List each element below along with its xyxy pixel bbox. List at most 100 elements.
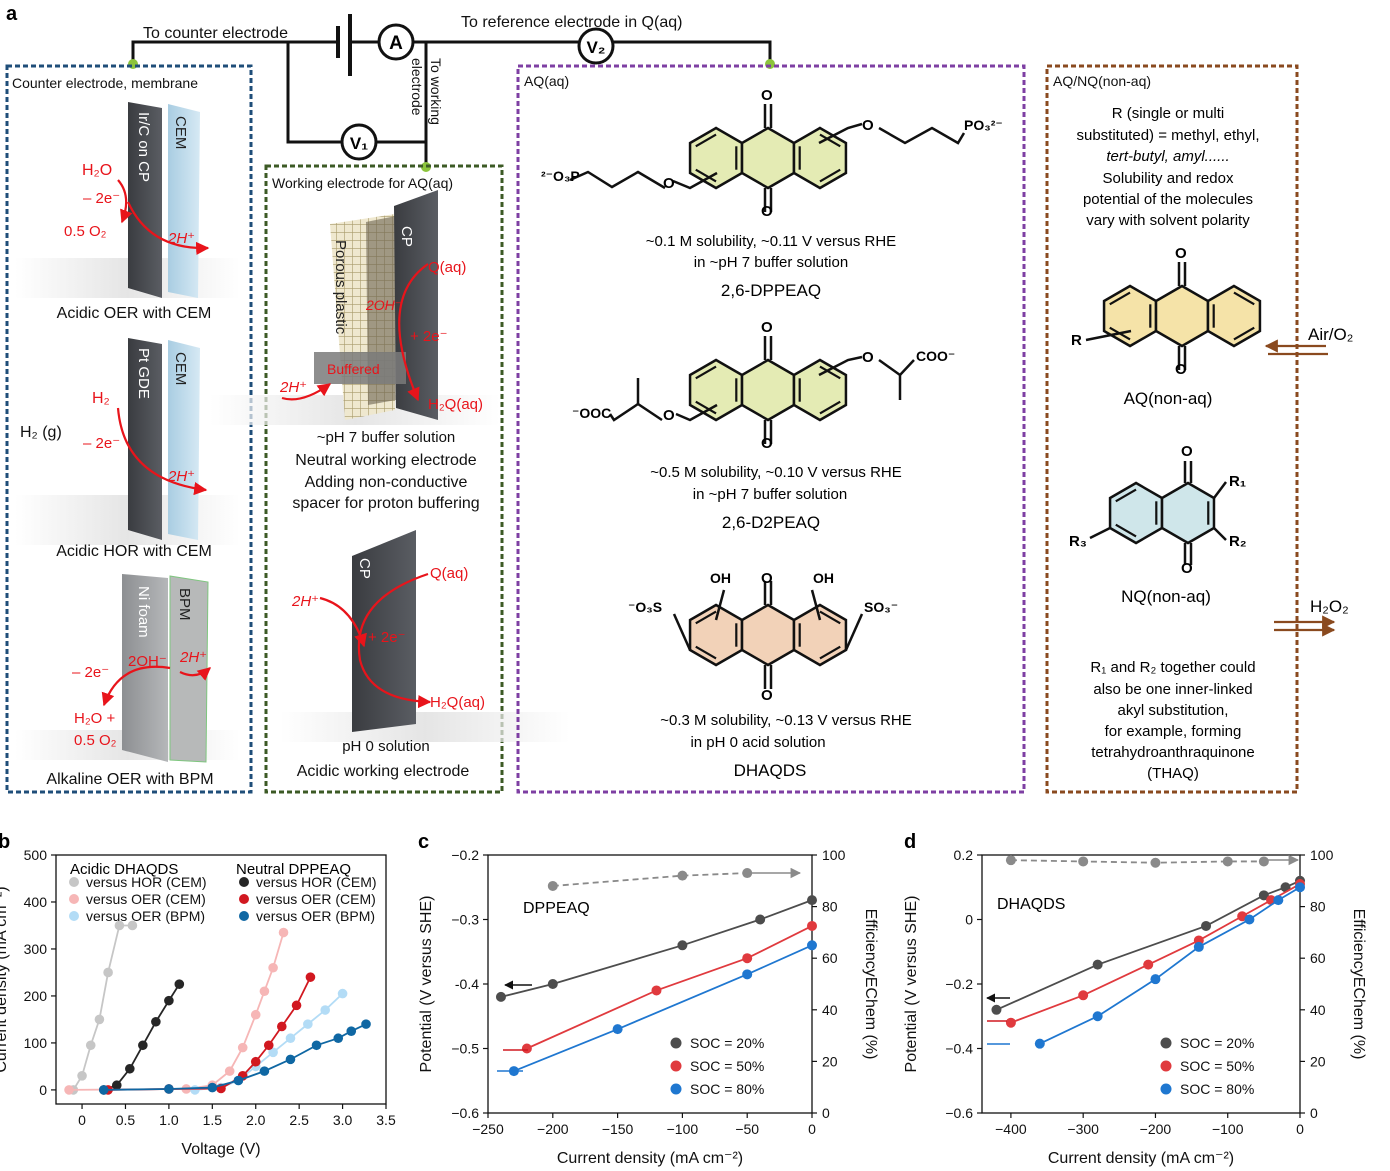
data-point [224,1066,235,1076]
double-bond [1109,291,1131,306]
x-axis-label: Voltage (V) [181,1141,260,1158]
data-point [127,920,138,931]
acidic-caption: Acidic working electrode [297,763,470,780]
ether-oxygen: O [862,349,874,366]
data-point [361,1019,371,1029]
x-tick-label: 1.0 [159,1112,179,1128]
hydroxyl: OH [813,570,834,586]
double-bond [819,365,841,380]
x-tick-label: −50 [735,1121,759,1137]
data-point [677,940,688,951]
side-label: H₂ (g) [20,424,62,441]
product: 0.5 O₂ [64,223,107,240]
mol-info: in pH 0 acid solution [690,734,825,751]
benzene-ring [1108,481,1164,545]
data-point [1273,895,1284,906]
side-chain [810,589,822,621]
carbonyl-oxygen: O [761,203,773,220]
molecule-dppeaq [569,104,966,212]
left-group: ²⁻O₃P [541,168,580,184]
legend-label: versus OER (CEM) [256,891,376,907]
h2q-label: H₂Q(aq) [430,694,485,711]
x-tick-label: 2.0 [246,1112,266,1128]
double-bond [695,133,717,148]
h2o2-exchange-arrows [1274,615,1336,637]
carbonyl-oxygen: O [761,435,773,452]
ether-oxygen: O [663,407,675,424]
cell-alkaline-oer: Ni foam BPM – 2e⁻ 2OH⁻ 2H⁺ H₂O + 0.5 O₂ … [15,574,240,788]
neutral-working-electrode: Porous plastic CP 2OH⁻ Q(aq) + 2e⁻ Buffe… [210,190,500,512]
panel-letter-d: d [904,831,916,853]
y2-tick-label: 80 [822,899,838,915]
nonaq-note: also be one inner-linked [1093,681,1252,698]
data-point [311,1040,322,1051]
reagent: H₂ [92,390,110,407]
y2-axis-label: EfficiencyEChem (%) [862,909,879,1060]
q-label: Q(aq) [428,259,466,276]
plate-label: Porous plastic [332,240,349,335]
legend-label: SOC = 20% [1180,1035,1254,1051]
y2-tick-label: 0 [822,1105,830,1121]
y2-axis-label: EfficiencyEChem (%) [1350,909,1367,1060]
legend-title-acidic: Acidic DHAQDS [70,861,178,878]
side-chain [672,613,692,651]
data-point [521,1043,532,1054]
y-tick-label: 300 [24,941,48,957]
y-tick-label: 500 [24,847,48,863]
x-tick-label: 0.5 [116,1112,136,1128]
acidic-working-electrode: CP Q(aq) 2H⁺ + 2e⁻ H₂Q(aq) pH 0 solution… [280,530,570,780]
product: 0.5 O₂ [74,732,117,749]
data-point [64,1085,74,1095]
legend-marker [670,1083,682,1095]
data-point [755,914,766,925]
double-bond [695,365,717,380]
cell-caption: Alkaline OER with BPM [46,771,213,788]
side-chain [818,122,863,145]
aq-aqueous-box: AQ(aq) ²⁻O₃P PO₃²⁻ O O O O ~0.1 M solubi… [516,64,1026,794]
y-tick-label: 0.2 [954,847,974,863]
data-point [742,953,753,964]
voltmeter-v1: V₁ [340,123,378,161]
plate-label: BPM [176,588,193,621]
legend-marker [1160,1037,1172,1049]
data-point [164,995,174,1006]
data-point [151,1016,161,1027]
molecule-nq-nonaq [1089,461,1227,565]
x-tick-label: −150 [602,1121,634,1137]
mol-name: DHAQDS [734,761,807,780]
benzene-ring [688,358,744,422]
data-point [991,1004,1002,1015]
y2-tick-label: 20 [1310,1053,1326,1069]
data-point [320,1005,331,1015]
neutral-caption: Neutral working electrode [295,452,477,469]
plot-frame [55,854,387,1105]
cell-caption: Acidic HOR with CEM [56,543,212,560]
data-point [77,1071,87,1081]
benzene-ring [688,126,744,190]
side-chain [878,126,966,145]
double-bond [1233,326,1255,341]
side-chain [675,403,718,422]
working-electrode-box: Working electrode for AQ(aq) Porous plas… [210,164,570,794]
y-tick-label: 400 [24,894,48,910]
data-point [1258,856,1269,867]
data-point [250,1009,261,1020]
data-point [174,979,185,989]
data-point [1193,941,1204,952]
legend-label: SOC = 50% [1180,1058,1254,1074]
y2-tick-label: 20 [822,1053,838,1069]
benzene-ring [1160,481,1216,545]
nonaq-note: tetrahydroanthraquinone [1091,744,1254,761]
y-axis-label: Current density (mA cm⁻²) [0,886,10,1072]
double-bond [695,610,717,625]
panel-letter-a: a [6,3,18,25]
legend-marker [239,877,249,887]
y-tick-label: −0.4 [945,1041,973,1057]
plate-label: Pt GDE [135,348,152,399]
y2-tick-label: 100 [822,847,846,863]
nonaq-box-title: AQ/NQ(non-aq) [1053,73,1151,89]
y-tick-label: -0.4 [455,976,479,992]
cp-plate [352,530,416,732]
hydroxyl: OH [710,570,731,586]
